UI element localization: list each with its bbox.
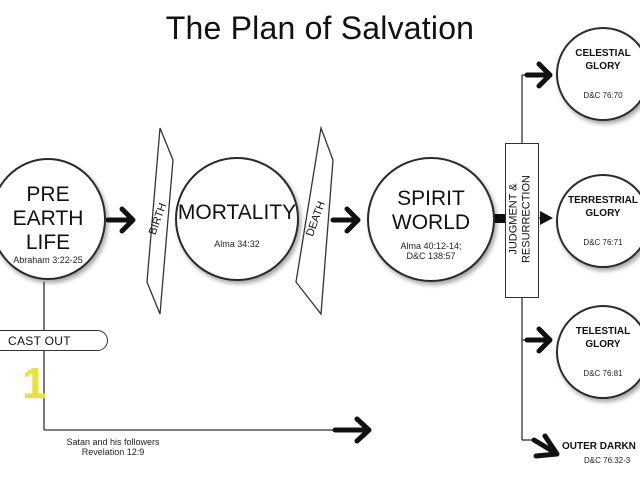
cast-out-box: CAST OUT xyxy=(0,330,108,351)
telestial-glory-ref: D&C 76:81 xyxy=(583,369,623,378)
judgment-box xyxy=(505,143,539,298)
spirit-to-judgment-connector xyxy=(494,214,506,223)
arrow-death-to-spirit xyxy=(330,206,361,234)
celestial-glory-circle: CELESTIAL GLORY D&C 76:70 xyxy=(556,27,640,121)
arrow-cast-out xyxy=(332,416,372,444)
mortality-circle: MORTALITY Alma 34:32 xyxy=(175,157,299,281)
diagram-title: The Plan of Salvation xyxy=(165,10,475,46)
spirit-world-circle: SPIRIT WORLD Alma 40:12-14; D&C 138:57 xyxy=(367,157,495,282)
mortality-ref: Alma 34:32 xyxy=(214,239,260,249)
cast-out-marker: 1 xyxy=(22,359,47,408)
cast-out-label: CAST OUT xyxy=(8,333,71,348)
spirit-world-ref: Alma 40:12-14; D&C 138:57 xyxy=(400,240,462,261)
mortality-label: MORTALITY xyxy=(177,201,297,224)
telestial-glory-label: TELESTIAL GLORY xyxy=(575,326,631,350)
terrestrial-glory-label: TERRESTRIAL GLORY xyxy=(568,195,638,219)
telestial-glory-circle: TELESTIAL GLORY D&C 76:81 xyxy=(556,305,640,399)
death-veil xyxy=(295,125,334,316)
pre-earth-life-label: PRE EARTH LIFE xyxy=(12,183,84,254)
judgment-label: JUDGMENT & RESURRECTION xyxy=(507,175,533,264)
outer-darkness-ref: D&C 76:32-3 xyxy=(584,456,631,465)
arrow-to-celestial xyxy=(524,61,553,89)
celestial-glory-ref: D&C 76:70 xyxy=(583,91,623,100)
outer-darkness-label: OUTER DARKN xyxy=(562,441,636,452)
celestial-glory-label: CELESTIAL GLORY xyxy=(575,48,631,72)
pre-earth-life-ref: Abraham 3:22-25 xyxy=(13,255,83,265)
arrow-to-outer-darkness xyxy=(531,433,560,459)
arrow-to-terrestrial xyxy=(540,211,553,225)
terrestrial-glory-ref: D&C 76:71 xyxy=(583,238,623,247)
terrestrial-glory-circle: TERRESTRIAL GLORY D&C 76:71 xyxy=(556,174,640,268)
spirit-world-label: SPIRIT WORLD xyxy=(391,186,471,234)
cast-out-note: Satan and his followers Revelation 12:9 xyxy=(66,437,160,457)
birth-veil xyxy=(146,127,174,315)
arrow-pre-earth-to-birth xyxy=(105,206,136,234)
pre-earth-life-circle: PRE EARTH LIFE Abraham 3:22-25 xyxy=(0,158,106,280)
arrow-to-telestial xyxy=(524,326,553,354)
